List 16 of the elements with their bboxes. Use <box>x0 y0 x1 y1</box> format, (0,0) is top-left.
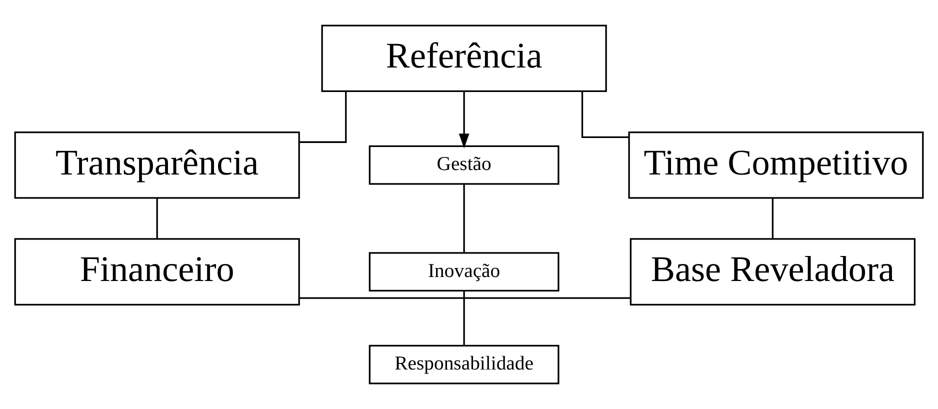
connector <box>156 198 158 238</box>
connector <box>581 91 629 138</box>
node-box: Base Reveladora <box>630 238 916 306</box>
node-box: Gestão <box>368 145 560 185</box>
connector <box>299 92 347 143</box>
node-box: Transparência <box>14 131 300 199</box>
arrow <box>458 92 470 148</box>
node-box: Time Competitivo <box>628 131 924 199</box>
connector <box>463 184 465 253</box>
connector <box>463 291 465 346</box>
connector <box>772 198 774 238</box>
connector <box>299 297 630 299</box>
node-box: Inovação <box>368 252 560 292</box>
node-box: Financeiro <box>14 238 300 306</box>
node-box: Referência <box>321 24 607 92</box>
node-box: Responsabilidade <box>368 344 560 384</box>
